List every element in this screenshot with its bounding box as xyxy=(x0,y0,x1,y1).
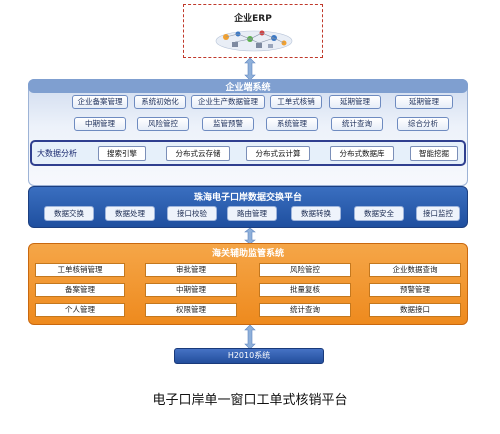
hg-chip-r3c1[interactable]: 个人管理 xyxy=(35,303,125,317)
ent-chip-6[interactable]: 延期管理 xyxy=(395,95,453,109)
ent-chip-4[interactable]: 工单式核销 xyxy=(270,95,322,109)
hg-chip-r3c2[interactable]: 权限管理 xyxy=(145,303,237,317)
big-data-label: 大数据分析 xyxy=(37,149,77,158)
zh-chip-5[interactable]: 数据转换 xyxy=(291,206,341,221)
hg-chip-r3c4[interactable]: 数据接口 xyxy=(369,303,461,317)
hg-chip-r3c3[interactable]: 统计查询 xyxy=(259,303,351,317)
hg-chip-r1c4[interactable]: 企业数据查询 xyxy=(369,263,461,277)
hg-chip-r1c2[interactable]: 审批管理 xyxy=(145,263,237,277)
hg-chip-r1c3[interactable]: 风险管控 xyxy=(259,263,351,277)
bigdata-database[interactable]: 分布式数据库 xyxy=(330,146,394,161)
bigdata-cloud-storage[interactable]: 分布式云存储 xyxy=(166,146,230,161)
ent-chip-12[interactable]: 综合分析 xyxy=(397,117,449,131)
zh-chip-4[interactable]: 路由管理 xyxy=(227,206,277,221)
ent-chip-2[interactable]: 系统初始化 xyxy=(134,95,186,109)
erp-box: 企业ERP xyxy=(183,4,323,58)
ent-chip-1[interactable]: 企业备案管理 xyxy=(72,95,128,109)
ent-chip-5[interactable]: 延期管理 xyxy=(329,95,381,109)
customs-h2010-double-arrow-icon xyxy=(244,325,256,349)
hg-chip-r2c1[interactable]: 备案管理 xyxy=(35,283,125,297)
erp-network-illustration xyxy=(215,30,293,52)
figure-caption: 电子口岸单一窗口工单式核销平台 xyxy=(152,393,348,408)
zh-chip-6[interactable]: 数据安全 xyxy=(354,206,404,221)
erp-title: 企业ERP xyxy=(234,14,272,24)
zh-chip-2[interactable]: 数据处理 xyxy=(105,206,155,221)
hg-chip-r1c1[interactable]: 工单核销管理 xyxy=(35,263,125,277)
h2010-system-box: H2010系统 xyxy=(174,348,324,364)
big-data-analysis-bar: 大数据分析 搜索引擎 分布式云存储 分布式云计算 分布式数据库 智能挖掘 xyxy=(30,140,466,166)
hg-chip-r2c4[interactable]: 预警管理 xyxy=(369,283,461,297)
ent-chip-9[interactable]: 监管预警 xyxy=(202,117,254,131)
hg-chip-r2c2[interactable]: 中期管理 xyxy=(145,283,237,297)
ent-chip-7[interactable]: 中期管理 xyxy=(74,117,126,131)
erp-enterprise-double-arrow-icon xyxy=(244,58,256,80)
customs-supervision-title: 海关辅助监管系统 xyxy=(211,249,284,259)
ent-chip-10[interactable]: 系统管理 xyxy=(266,117,318,131)
hg-chip-r2c3[interactable]: 批量复核 xyxy=(259,283,351,297)
ent-chip-11[interactable]: 统计查询 xyxy=(331,117,383,131)
customs-supervision-panel: 海关辅助监管系统 工单核销管理 审批管理 风险管控 企业数据查询 备案管理 中期… xyxy=(28,243,468,325)
ent-chip-3[interactable]: 企业生产数据管理 xyxy=(191,95,265,109)
enterprise-title-bar xyxy=(28,79,468,93)
bigdata-search-engine[interactable]: 搜索引擎 xyxy=(98,146,146,161)
ent-chip-8[interactable]: 风险管控 xyxy=(137,117,189,131)
bigdata-mining[interactable]: 智能挖掘 xyxy=(410,146,458,161)
enterprise-title-text: 企业端系统 xyxy=(225,83,271,93)
zhuhai-platform-title: 珠海电子口岸数据交换平台 xyxy=(193,193,302,203)
zhuhai-exchange-platform-panel: 珠海电子口岸数据交换平台 数据交换 数据处理 接口校验 路由管理 数据转换 数据… xyxy=(28,186,468,228)
zh-chip-3[interactable]: 接口校验 xyxy=(167,206,217,221)
platform-customs-double-arrow-icon xyxy=(244,228,256,244)
zh-chip-7[interactable]: 接口监控 xyxy=(416,206,460,221)
bigdata-cloud-compute[interactable]: 分布式云计算 xyxy=(246,146,310,161)
zh-chip-1[interactable]: 数据交换 xyxy=(44,206,94,221)
